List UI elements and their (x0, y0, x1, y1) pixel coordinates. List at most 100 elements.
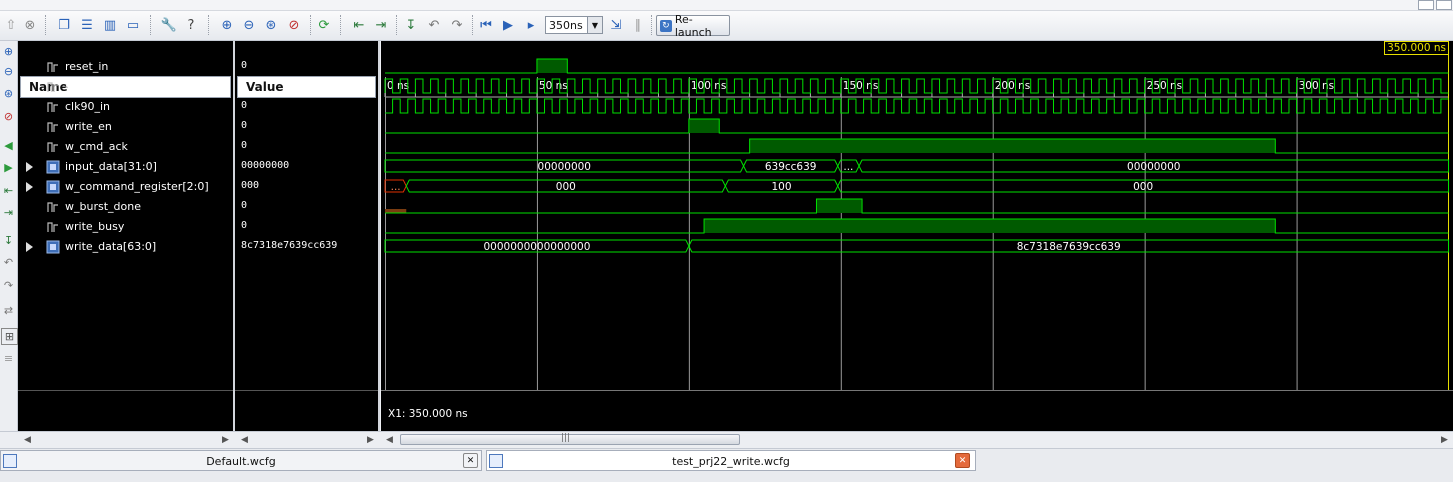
scroll-right-icon[interactable]: ▶ (222, 435, 229, 445)
cancel-icon[interactable]: ⊗ (24, 17, 36, 33)
bus-value-label: 00000000 (1127, 161, 1180, 173)
zoom-cursor-icon[interactable]: ⊘ (3, 110, 14, 123)
go-start-icon[interactable]: ◀ (4, 139, 13, 152)
tile-vertical-icon[interactable]: ▥ (103, 17, 117, 33)
tick-label: 200 ns (995, 80, 1031, 92)
expand-arrow-icon[interactable] (26, 162, 33, 172)
expand-arrow-icon[interactable] (26, 182, 33, 192)
swap-cursor-icon[interactable]: ⇄ (3, 304, 14, 317)
tick-label: 0 ns (387, 80, 409, 92)
signal-row[interactable]: write_data[63:0] (18, 237, 233, 257)
expand-arrow-icon[interactable] (26, 242, 33, 252)
previous-transition-icon[interactable]: ↶ (3, 256, 14, 269)
zoom-in-icon[interactable]: ⊕ (221, 17, 233, 33)
zoom-out-icon[interactable]: ⊖ (243, 17, 255, 33)
bus-value-label: 0000000000000000 (483, 241, 590, 253)
help-context-icon[interactable]: ? (187, 17, 195, 33)
next-marker-icon[interactable]: ⇥ (3, 206, 14, 219)
waveform-file-icon (489, 454, 503, 468)
column-splitter[interactable] (233, 41, 235, 431)
add-marker-icon[interactable]: ↧ (405, 17, 417, 33)
zoom-out-icon[interactable]: ⊖ (3, 65, 14, 78)
tick-label: 100 ns (691, 80, 727, 92)
signal-name: w_command_register[2:0] (65, 180, 209, 193)
bit-signal-icon (47, 222, 58, 232)
scroll-left-icon[interactable]: ◀ (386, 435, 393, 445)
close-icon[interactable]: ✕ (463, 453, 478, 468)
run-for-icon[interactable]: ▸ (527, 17, 535, 33)
tick-label: 150 ns (843, 80, 879, 92)
signal-row[interactable]: write_busy (18, 217, 233, 237)
close-icon[interactable]: ✕ (955, 453, 970, 468)
signal-name: input_data[31:0] (65, 160, 157, 173)
divider-icon[interactable]: ≡ (3, 352, 14, 365)
maximize-window-button[interactable] (1436, 0, 1452, 10)
grip-icon: ||| (561, 433, 571, 443)
signal-row[interactable]: w_burst_done (18, 197, 233, 217)
run-time-combo[interactable]: 350ns ▼ (545, 16, 603, 34)
refresh-icon[interactable]: ⟳ (318, 17, 330, 33)
restart-icon[interactable]: ⏮ (480, 17, 492, 33)
column-splitter[interactable] (378, 41, 380, 431)
tab-default-wcfg[interactable]: Default.wcfg ✕ (0, 450, 482, 471)
wrench-icon[interactable]: 🔧 (160, 17, 178, 33)
previous-marker-icon[interactable]: ⇤ (353, 17, 365, 33)
signal-row[interactable]: reset_in (18, 57, 233, 77)
snap-transition-icon[interactable]: ⊞ (1, 328, 18, 345)
zoom-cursor-icon[interactable]: ⊘ (288, 17, 300, 33)
bus-signal-icon (46, 180, 60, 194)
signal-value: 00000000 (241, 160, 290, 171)
value-column-header[interactable]: Value (237, 76, 376, 98)
high-level-fill (688, 119, 720, 133)
run-all-icon[interactable]: ▶ (503, 17, 513, 33)
signal-name: write_data[63:0] (65, 240, 157, 253)
signal-row[interactable]: clk_in (18, 77, 233, 97)
tile-horizontal-icon[interactable]: ☰ (81, 17, 93, 33)
pause-icon[interactable]: ∥ (634, 17, 642, 33)
scroll-left-icon[interactable]: ◀ (24, 435, 31, 445)
waveform-file-icon (3, 454, 17, 468)
scroll-right-icon[interactable]: ▶ (367, 435, 374, 445)
cursor-readout: X1: 350.000 ns (388, 408, 468, 420)
restore-window-button[interactable] (1418, 0, 1434, 10)
bus-segment (837, 179, 1450, 193)
left-toolbar: ⊕ ⊖ ⊛ ⊘ ◀ ▶ ⇤ ⇥ ↧ ↶ ↷ ⇄ ⊞ ≡ (0, 41, 18, 431)
signal-name: w_cmd_ack (65, 140, 128, 153)
scroll-right-icon[interactable]: ▶ (1441, 435, 1448, 445)
relaunch-label: Re-launch (674, 12, 712, 39)
add-marker-icon[interactable]: ↧ (3, 234, 14, 247)
signal-row[interactable]: clk90_in (18, 97, 233, 117)
tick-label: 250 ns (1147, 80, 1183, 92)
tab-test-prj22-write-wcfg[interactable]: test_prj22_write.wcfg ✕ (486, 450, 976, 471)
zoom-fit-icon[interactable]: ⊛ (3, 87, 14, 100)
waveform-scroll-thumb[interactable]: ||| (400, 433, 740, 445)
next-transition-icon[interactable]: ↷ (3, 279, 14, 292)
cascade-windows-icon[interactable]: ❐ (58, 17, 70, 33)
signal-row[interactable]: input_data[31:0] (18, 157, 233, 177)
zoom-in-icon[interactable]: ⊕ (3, 45, 14, 58)
next-marker-icon[interactable]: ⇥ (375, 17, 387, 33)
step-icon[interactable]: ⇲ (610, 17, 622, 33)
float-window-icon[interactable]: ▭ (126, 17, 140, 33)
go-up-icon[interactable]: ⇧ (5, 17, 17, 33)
signal-value: 0 (241, 100, 248, 111)
relaunch-button[interactable]: ↻ Re-launch (656, 12, 730, 39)
bit-waveform (385, 118, 1449, 134)
zoom-fit-icon[interactable]: ⊛ (265, 17, 277, 33)
clock-waveform (384, 78, 1449, 94)
chevron-down-icon[interactable]: ▼ (587, 17, 602, 33)
high-level-fill (536, 59, 568, 73)
next-transition-icon[interactable]: ↷ (451, 17, 463, 33)
previous-marker-icon[interactable]: ⇤ (3, 184, 14, 197)
scroll-left-icon[interactable]: ◀ (241, 435, 248, 445)
go-end-icon[interactable]: ▶ (4, 161, 13, 174)
previous-transition-icon[interactable]: ↶ (428, 17, 440, 33)
signal-row[interactable]: w_command_register[2:0] (18, 177, 233, 197)
bus-value-label: 00000000 (538, 161, 591, 173)
signal-row[interactable]: write_en (18, 117, 233, 137)
name-column-header[interactable]: Name (20, 76, 231, 98)
signal-row[interactable]: w_cmd_ack (18, 137, 233, 157)
